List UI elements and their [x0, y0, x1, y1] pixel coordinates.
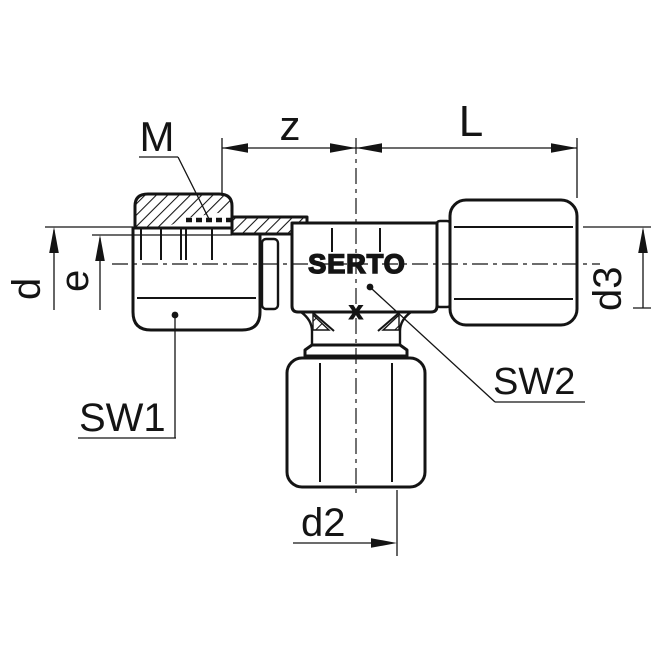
- right-nut: [448, 198, 579, 327]
- dim-e-label: e: [53, 270, 97, 292]
- fillet-hatch-right: [381, 313, 400, 331]
- callout-sw2: SW2: [366, 283, 585, 403]
- left-collar: [260, 237, 280, 311]
- dim-z-label: z: [280, 102, 301, 149]
- left-nut-internals: [140, 228, 213, 260]
- dim-d2-label: d2: [301, 501, 346, 545]
- sw2-leader-dot: [366, 283, 374, 291]
- callout-sw1: SW1: [78, 311, 179, 440]
- sw1-leader-dot: [171, 311, 179, 319]
- dimension-L: L: [356, 97, 578, 198]
- dim-L-label: L: [459, 97, 483, 146]
- sw2-label: SW2: [493, 361, 575, 403]
- dim-d-label: d: [5, 278, 49, 300]
- dimension-d3: d3: [583, 226, 651, 312]
- sw1-label: SW1: [79, 396, 166, 440]
- centerlines: [112, 138, 600, 498]
- dimension-e: e: [53, 234, 232, 310]
- body-x-mark: x: [349, 297, 363, 325]
- brand-mark: SERTO: [308, 249, 406, 279]
- fitting-geometry: [131, 192, 579, 489]
- dimension-z: z: [221, 102, 356, 196]
- dimension-M: M: [139, 113, 210, 220]
- left-union-nut: [131, 226, 262, 332]
- dim-d3-label: d3: [586, 267, 630, 312]
- dimension-d: d: [5, 226, 133, 310]
- center-body: [290, 221, 439, 332]
- dimension-d2: d2: [293, 490, 398, 556]
- fillet-hatch-left: [312, 313, 331, 331]
- dim-M-label: M: [140, 113, 175, 160]
- left-nut-section-hatched: [133, 192, 234, 230]
